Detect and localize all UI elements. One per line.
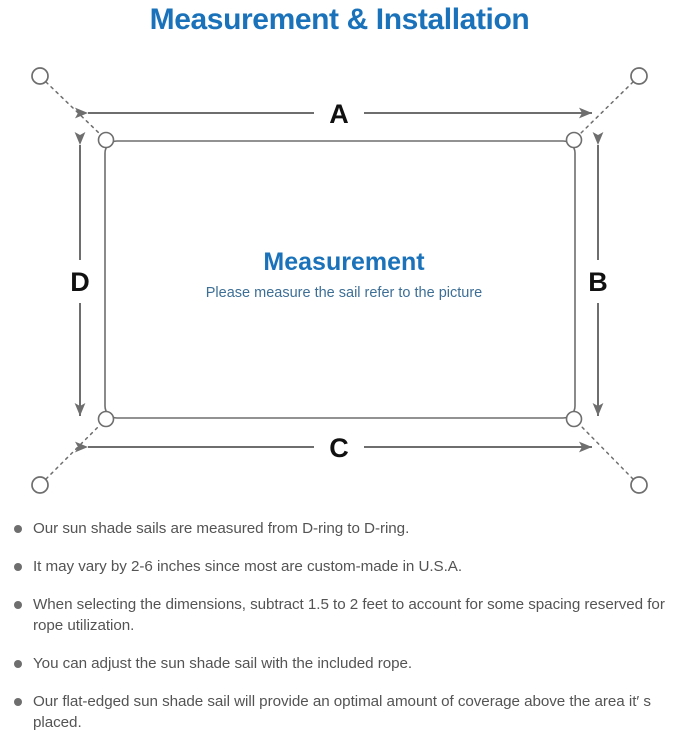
list-item: When selecting the dimensions, subtract … bbox=[0, 594, 679, 636]
anchor-points bbox=[31, 67, 648, 494]
anchor-point-bottom-right bbox=[630, 476, 648, 494]
list-item-label: When selecting the dimensions, subtract … bbox=[33, 596, 665, 634]
list-item: It may vary by 2-6 inches since most are… bbox=[0, 556, 679, 577]
anchor-point-top-right bbox=[630, 67, 648, 85]
dimension-b: B bbox=[588, 132, 608, 416]
dimension-a-label: A bbox=[329, 99, 349, 129]
list-item-label: You can adjust the sun shade sail with t… bbox=[33, 655, 413, 672]
list-item-label: Our flat-edged sun shade sail will provi… bbox=[33, 693, 651, 731]
bullet-icon bbox=[14, 563, 22, 571]
page-title: Measurement & Installation bbox=[149, 3, 530, 36]
anchor-point-top-left bbox=[31, 67, 49, 85]
d-ring-top-right bbox=[565, 131, 583, 149]
bullet-icon bbox=[14, 525, 22, 533]
dimension-d: D bbox=[70, 132, 90, 416]
rope-bottom-right bbox=[579, 424, 634, 480]
list-item-label: Our sun shade sails are measured from D-… bbox=[33, 520, 410, 537]
notes-list: Our sun shade sails are measured from D-… bbox=[0, 518, 679, 750]
list-item: Our flat-edged sun shade sail will provi… bbox=[0, 691, 679, 733]
d-ring-bottom-left bbox=[97, 410, 115, 428]
dimension-c: C bbox=[75, 433, 592, 463]
dimension-c-label: C bbox=[329, 433, 349, 463]
bullet-icon bbox=[14, 601, 22, 609]
list-item: You can adjust the sun shade sail with t… bbox=[0, 653, 679, 674]
anchor-point-bottom-left bbox=[31, 476, 49, 494]
rope-bottom-left bbox=[45, 424, 101, 480]
list-item-label: It may vary by 2-6 inches since most are… bbox=[33, 558, 463, 575]
rope-lines bbox=[45, 81, 634, 480]
list-item: Our sun shade sails are measured from D-… bbox=[0, 518, 679, 539]
d-ring-bottom-right bbox=[565, 410, 583, 428]
bullet-icon bbox=[14, 698, 22, 706]
bullet-icon bbox=[14, 660, 22, 668]
diagram-center-heading: Measurement bbox=[263, 248, 425, 276]
dimension-a: A bbox=[75, 99, 592, 129]
dimension-b-label: B bbox=[588, 267, 608, 297]
rope-top-left bbox=[45, 81, 101, 135]
diagram-center-subtext: Please measure the sail refer to the pic… bbox=[206, 285, 482, 301]
d-ring-top-left bbox=[97, 131, 115, 149]
rope-top-right bbox=[579, 81, 634, 135]
corner-d-rings bbox=[97, 131, 583, 428]
dimension-d-label: D bbox=[70, 267, 90, 297]
sail-rectangle bbox=[104, 140, 576, 419]
measurement-diagram: A C D B Measurement Please measure the s… bbox=[0, 44, 679, 514]
